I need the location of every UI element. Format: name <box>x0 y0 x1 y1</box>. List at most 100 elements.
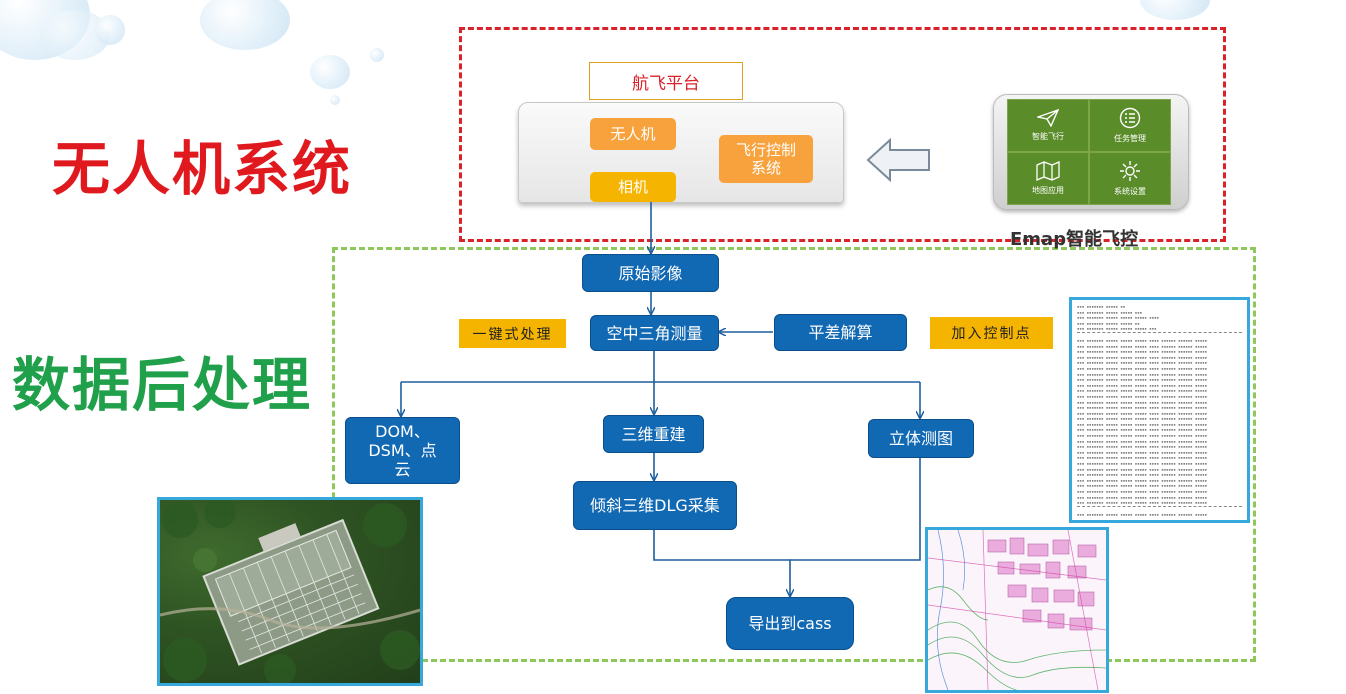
uav-label: 无人机 <box>610 125 656 143</box>
report-line: ▪▪▪ ▪▪▪▪▪▪▪ ▪▪▪▪▪ ▪▪▪▪▪ ▪▪▪▪▪ ▪▪▪▪ ▪▪▪▪▪… <box>1077 511 1208 517</box>
report-line: ▪▪▪ ▪▪▪▪▪▪▪ ▪▪▪▪▪ ▪▪▪▪▪ ▪▪▪▪▪ ▪▪▪▪ ▪▪▪▪▪… <box>1077 421 1208 427</box>
decor-bubble <box>1140 0 1210 20</box>
report-line: ▪▪▪ ▪▪▪▪▪▪▪ ▪▪▪▪▪ ▪▪▪▪▪ ▪▪▪▪▪ ▪▪▪▪ ▪▪▪▪▪… <box>1077 455 1208 461</box>
report-line: ▪▪▪ ▪▪▪▪▪▪▪ ▪▪▪▪▪ ▪▪▪▪▪ ▪▪▪ <box>1077 309 1143 315</box>
post-processing-frame <box>332 247 1256 662</box>
gear-icon <box>1120 161 1140 181</box>
report-line: ▪▪▪ ▪▪▪▪▪▪▪ ▪▪▪▪▪ ▪▪▪▪▪ ▪▪▪▪▪ ▪▪▪▪ ▪▪▪▪▪… <box>1077 393 1208 399</box>
phone-tile-label: 任务管理 <box>1114 134 1146 143</box>
camera-label: 相机 <box>617 178 648 196</box>
report-line: ▪▪▪ ▪▪▪▪▪▪▪ ▪▪▪▪▪ ▪▪▪▪▪ ▪▪▪▪▪ ▪▪▪▪ ▪▪▪▪▪… <box>1077 472 1208 478</box>
report-line: ▪▪▪ ▪▪▪▪▪▪▪ ▪▪▪▪▪ ▪▪▪▪▪ ▪▪▪▪▪ ▪▪▪▪ ▪▪▪▪▪… <box>1077 377 1208 383</box>
report-line <box>1077 505 1242 509</box>
orthophoto-drawing <box>160 500 420 683</box>
report-line: ▪▪▪ ▪▪▪▪▪▪▪ ▪▪▪▪▪ ▪▪▪▪▪ ▪▪▪▪▪ ▪▪▪▪ ▪▪▪▪▪… <box>1077 405 1208 411</box>
oblique-dlg-box: 倾斜三维DLG采集 <box>573 481 737 530</box>
report-line: ▪▪▪ ▪▪▪▪▪▪▪ ▪▪▪▪▪ ▪▪▪▪▪ ▪▪▪▪▪ ▪▪▪▪ ▪▪▪▪▪… <box>1077 337 1208 343</box>
one-click-label: 一键式处理 <box>472 326 553 343</box>
report-line: ▪▪▪ ▪▪▪▪▪▪▪ ▪▪▪▪▪ ▪▪▪▪▪ ▪▪▪▪▪ ▪▪▪▪ ▪▪▪▪▪… <box>1077 354 1208 360</box>
reconstruction-3d-label: 三维重建 <box>621 424 686 444</box>
add-control-tag: 加入控制点 <box>930 317 1053 349</box>
report-line: ▪▪▪ ▪▪▪▪▪▪▪ ▪▪▪▪▪ ▪▪▪▪▪ ▪▪▪▪▪ ▪▪▪▪ ▪▪▪▪▪… <box>1077 444 1208 450</box>
phone-tile-task-management[interactable]: 任务管理 <box>1089 99 1171 152</box>
adjustment-report: ▪▪▪ ▪▪▪▪▪▪▪ ▪▪▪▪▪ ▪▪▪▪▪ ▪▪▪▪▪▪▪ ▪▪▪▪▪ ▪▪… <box>1069 297 1250 523</box>
decor-bubble <box>310 55 350 89</box>
report-line: ▪▪▪ ▪▪▪▪▪▪▪ ▪▪▪▪▪ ▪▪▪▪▪ ▪▪▪▪▪ ▪▪▪▪ ▪▪▪▪▪… <box>1077 433 1208 439</box>
decor-bubble <box>330 95 340 105</box>
report-line: ▪▪▪ ▪▪▪▪▪▪▪ ▪▪▪▪▪ ▪▪▪▪▪ ▪▪▪▪▪ ▪▪▪▪ <box>1077 315 1159 321</box>
phone-tile-smart-flight[interactable]: 智能飞行 <box>1007 99 1089 152</box>
report-line: ▪▪▪ ▪▪▪▪▪▪▪ ▪▪▪▪▪ ▪▪▪▪▪ ▪▪▪▪▪ ▪▪▪▪ ▪▪▪▪▪… <box>1077 349 1208 355</box>
report-line: ▪▪▪ ▪▪▪▪▪▪▪ ▪▪▪▪▪ ▪▪▪▪▪ ▪▪▪▪▪ ▪▪▪▪ ▪▪▪▪▪… <box>1077 500 1208 506</box>
post-processing-title: 数据后处理 <box>12 351 313 419</box>
map-icon <box>1036 161 1060 181</box>
adjustment-label: 平差解算 <box>808 323 873 342</box>
topographic-map-image <box>925 527 1109 693</box>
phone-tile-label: 智能飞行 <box>1032 132 1064 141</box>
flight-control-label: 飞行控制系统 <box>735 141 796 177</box>
camera-box: 相机 <box>590 172 676 202</box>
report-line: ▪▪▪ ▪▪▪▪▪▪▪ ▪▪▪▪▪ ▪▪▪▪▪ ▪▪▪▪▪ ▪▪▪▪ ▪▪▪▪▪… <box>1077 483 1208 489</box>
export-cass-box: 导出到cass <box>726 597 854 650</box>
report-line: ▪▪▪ ▪▪▪▪▪▪▪ ▪▪▪▪▪ ▪▪▪▪▪ ▪▪▪▪▪ ▪▪▪▪ ▪▪▪▪▪… <box>1077 449 1208 455</box>
report-line <box>1077 331 1242 335</box>
report-line: ▪▪▪ ▪▪▪▪▪▪▪ ▪▪▪▪▪ ▪▪▪▪▪ ▪▪▪▪▪ ▪▪▪▪ ▪▪▪▪▪… <box>1077 494 1208 500</box>
decor-bubble <box>200 0 290 50</box>
phone-tile-map-app[interactable]: 地图应用 <box>1007 152 1089 205</box>
report-line: ▪▪▪ ▪▪▪▪▪▪▪ ▪▪▪▪▪ ▪▪▪▪▪ ▪▪▪▪▪ ▪▪▪▪ ▪▪▪▪▪… <box>1077 410 1208 416</box>
raw-images-box: 原始影像 <box>582 254 719 292</box>
stereo-mapping-label: 立体测图 <box>888 429 953 448</box>
connector-dlg-to-export <box>653 530 790 595</box>
flight-control-box: 飞行控制系统 <box>719 135 813 183</box>
dom-dsm-label: DOM、DSM、点云 <box>368 422 437 479</box>
reconstruction-3d-box: 三维重建 <box>603 415 704 453</box>
add-control-label: 加入控制点 <box>951 326 1032 342</box>
report-line: ▪▪▪ ▪▪▪▪▪▪▪ ▪▪▪▪▪ ▪▪▪▪▪ ▪▪▪▪▪ ▪▪▪▪ ▪▪▪▪▪… <box>1077 438 1208 444</box>
report-line: ▪▪▪ ▪▪▪▪▪▪▪ ▪▪▪▪▪ ▪▪▪▪▪ ▪▪▪▪▪ ▪▪▪▪ ▪▪▪▪▪… <box>1077 388 1208 394</box>
aerotriangulation-label: 空中三角测量 <box>606 323 703 343</box>
phone-caption: Emap智能飞控 <box>1010 229 1139 250</box>
topographic-map-drawing <box>928 530 1106 690</box>
platform-title: 航飞平台 <box>589 62 743 100</box>
oblique-dlg-label: 倾斜三维DLG采集 <box>590 496 720 515</box>
report-line: ▪▪▪ ▪▪▪▪▪▪▪ ▪▪▪▪▪ ▪▪▪▪▪ ▪▪▪▪▪ ▪▪▪ <box>1077 326 1157 332</box>
decor-bubble <box>370 48 384 62</box>
uav-system-frame <box>459 27 1226 242</box>
phone-tile-label: 地图应用 <box>1032 186 1064 195</box>
report-line: ▪▪▪ ▪▪▪▪▪▪▪ ▪▪▪▪▪ ▪▪▪▪▪ ▪▪▪▪▪ ▪▪▪▪ ▪▪▪▪▪… <box>1077 343 1208 349</box>
report-line: ▪▪▪ ▪▪▪▪▪▪▪ ▪▪▪▪▪ ▪▪▪▪▪ ▪▪▪▪▪ ▪▪▪▪ ▪▪▪▪▪… <box>1077 489 1208 494</box>
decor-bubble <box>95 15 125 45</box>
report-line: ▪▪▪ ▪▪▪▪▪▪▪ ▪▪▪▪▪ ▪▪▪▪▪ ▪▪▪▪▪ ▪▪▪▪ ▪▪▪▪▪… <box>1077 461 1208 467</box>
uav-system-title: 无人机系统 <box>52 135 353 203</box>
report-line: ▪▪▪ ▪▪▪▪▪▪▪ ▪▪▪▪▪ ▪▪▪▪▪ ▪▪▪▪▪ ▪▪▪▪ ▪▪▪▪▪… <box>1077 382 1208 388</box>
aerotriangulation-box: 空中三角测量 <box>590 315 719 351</box>
phone-tile-system-settings[interactable]: 系统设置 <box>1089 152 1171 205</box>
dom-dsm-box: DOM、DSM、点云 <box>345 417 460 484</box>
report-line: ▪▪▪ ▪▪▪▪▪▪▪ ▪▪▪▪▪ ▪▪▪▪▪ ▪▪▪▪▪ ▪▪▪▪ ▪▪▪▪▪… <box>1077 427 1208 433</box>
report-line: ▪▪▪ ▪▪▪▪▪▪▪ ▪▪▪▪▪ ▪▪▪▪▪ ▪▪▪▪▪ ▪▪▪▪ ▪▪▪▪▪… <box>1077 466 1208 472</box>
paper-plane-icon <box>1037 109 1059 127</box>
report-line: ▪▪▪ ▪▪▪▪▪▪▪ ▪▪▪▪▪ ▪▪▪▪▪ ▪▪▪▪▪ ▪▪▪▪ ▪▪▪▪▪… <box>1077 365 1208 371</box>
uav-box: 无人机 <box>590 118 676 150</box>
raw-images-label: 原始影像 <box>618 263 683 283</box>
report-line: ▪▪▪ ▪▪▪▪▪▪▪ ▪▪▪▪▪ ▪▪▪▪▪ ▪▪▪▪▪ ▪▪▪▪ ▪▪▪▪▪… <box>1077 360 1208 366</box>
connector-stereo-to-export <box>790 458 921 561</box>
phone-device: 智能飞行 任务管理 地图应用 系统设置 <box>993 94 1189 210</box>
adjustment-box: 平差解算 <box>774 314 907 351</box>
report-lines: ▪▪▪ ▪▪▪▪▪▪▪ ▪▪▪▪▪ ▪▪▪▪▪ ▪▪▪▪▪▪▪ ▪▪▪▪▪ ▪▪… <box>1077 304 1242 517</box>
report-line: ▪▪▪ ▪▪▪▪▪▪▪ ▪▪▪▪▪ ▪▪▪▪▪ ▪▪▪▪▪ ▪▪▪▪ ▪▪▪▪▪… <box>1077 399 1208 405</box>
one-click-tag: 一键式处理 <box>459 319 566 348</box>
phone-tile-label: 系统设置 <box>1114 187 1146 196</box>
list-icon <box>1119 107 1141 129</box>
export-cass-label: 导出到cass <box>748 614 832 633</box>
orthophoto-image <box>157 497 423 686</box>
report-line: ▪▪▪ ▪▪▪▪▪▪▪ ▪▪▪▪▪ ▪▪▪▪▪ ▪▪▪▪▪ ▪▪▪▪ ▪▪▪▪▪… <box>1077 477 1208 483</box>
stereo-mapping-box: 立体测图 <box>868 419 974 458</box>
phone-to-platform-arrow <box>866 137 930 183</box>
report-line: ▪▪▪ ▪▪▪▪▪▪▪ ▪▪▪▪▪ ▪▪▪▪▪ ▪▪ <box>1077 320 1140 326</box>
report-line: ▪▪▪ ▪▪▪▪▪▪▪ ▪▪▪▪▪ ▪▪▪▪▪ ▪▪▪▪▪ ▪▪▪▪ ▪▪▪▪▪… <box>1077 416 1208 422</box>
platform-title-text: 航飞平台 <box>632 73 700 94</box>
report-line: ▪▪▪ ▪▪▪▪▪▪▪ ▪▪▪▪▪ ▪▪▪▪▪ ▪▪▪▪▪ ▪▪▪▪ ▪▪▪▪▪… <box>1077 371 1208 377</box>
report-line: ▪▪▪ ▪▪▪▪▪▪▪ ▪▪▪▪▪ ▪▪ <box>1077 304 1126 309</box>
